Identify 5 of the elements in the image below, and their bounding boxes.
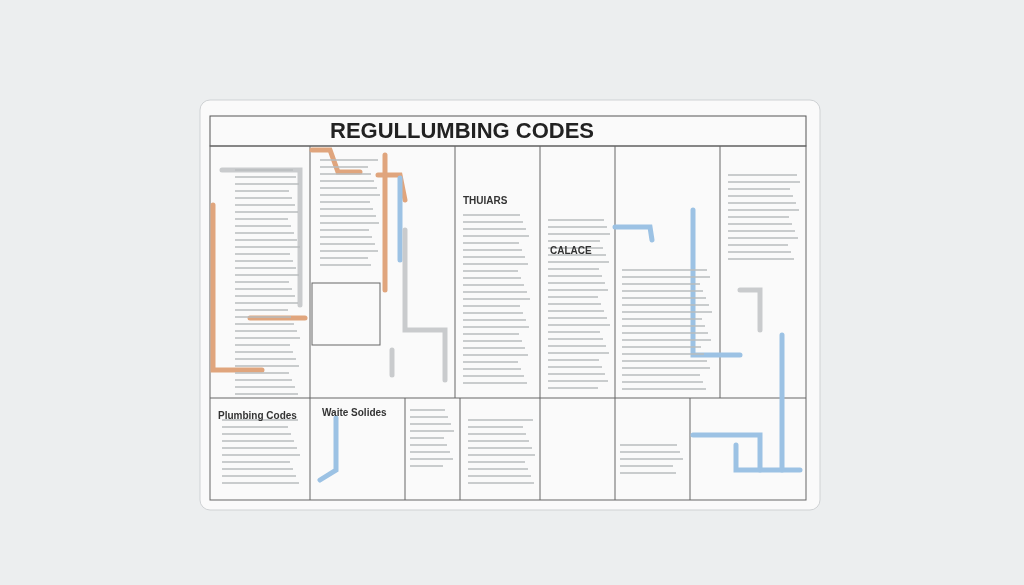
section-heading: Plumbing Codes [218, 410, 297, 421]
section-heading: Waite Solides [322, 407, 387, 418]
poster-title: REGULLUMBING CODES [330, 118, 594, 144]
section-heading: CALACE [550, 245, 592, 256]
section-heading: THUIARS [463, 195, 508, 206]
